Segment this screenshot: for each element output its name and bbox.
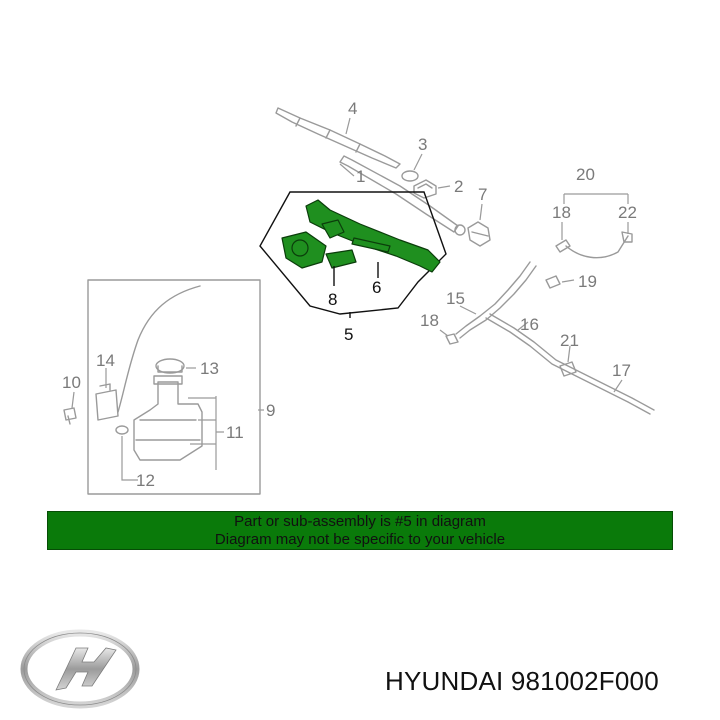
- reservoir-hose: [117, 285, 201, 413]
- leader-1: [339, 163, 355, 177]
- leader-4: [345, 117, 351, 135]
- callout-8: 8: [328, 290, 337, 309]
- callout-19: 19: [578, 272, 597, 291]
- washer-reservoir: [133, 375, 203, 461]
- wiper-linkage-assembly-highlight: [259, 191, 447, 315]
- callout-1: 1: [356, 167, 365, 186]
- parts-diagram: 4 3 2 1 7 20 18 22 19 15 18 16 21 17 8 6…: [62, 99, 655, 495]
- washer-hose: [445, 261, 561, 345]
- callout-10: 10: [62, 373, 81, 392]
- leader-12: [121, 436, 138, 481]
- notice-line-1: Part or sub-assembly is #5 in diagram: [234, 512, 486, 530]
- leader-20: [567, 345, 571, 363]
- callout-14: 14: [96, 351, 115, 370]
- callout-17: 17: [612, 361, 631, 380]
- pump-seal: [115, 425, 129, 435]
- callout-5: 5: [344, 325, 353, 344]
- callout-21: 20: [576, 165, 595, 184]
- reservoir-group-box: [87, 279, 261, 495]
- bolt: [63, 407, 77, 425]
- washer: [401, 170, 419, 182]
- callout-6: 6: [372, 278, 381, 297]
- callout-18-upper: 18: [552, 203, 571, 222]
- callout-20: 21: [560, 331, 579, 350]
- hyundai-logo-icon: [20, 629, 140, 709]
- leader-18-low: [439, 329, 449, 337]
- notice-line-2: Diagram may not be specific to your vehi…: [214, 530, 506, 548]
- leader-11: [188, 396, 224, 470]
- callout-22: 22: [618, 203, 637, 222]
- callout-15: 15: [446, 289, 465, 308]
- callout-2: 2: [454, 177, 463, 196]
- leader-15: [459, 305, 477, 315]
- leader-19: [561, 279, 575, 283]
- nut: [413, 179, 437, 199]
- washer-hose-lower: [485, 313, 655, 415]
- wiper-arm: [339, 155, 466, 236]
- leader-10: [71, 391, 75, 409]
- callout-13: 13: [200, 359, 219, 378]
- leader-21: [563, 193, 629, 204]
- leader-3: [413, 153, 423, 171]
- callout-3: 3: [418, 135, 427, 154]
- washer-pump: [95, 383, 119, 421]
- pivot-cap: [467, 221, 491, 247]
- callout-11: 11: [226, 423, 244, 442]
- notice-banner: Part or sub-assembly is #5 in diagram Di…: [47, 511, 673, 550]
- washer-nozzle-assembly: [555, 231, 633, 259]
- callout-7: 7: [478, 185, 487, 204]
- leader-16: [517, 321, 529, 331]
- callout-12: 12: [136, 471, 155, 490]
- wiper-blade: [275, 107, 401, 169]
- callout-labels: 4 3 2 1 7 20 18 22 19 15 18 16 21 17 8 6…: [62, 99, 637, 490]
- callout-18-lower: 18: [420, 311, 439, 330]
- leader-2: [437, 185, 451, 189]
- leader-7: [479, 203, 483, 221]
- leader-17: [613, 379, 623, 393]
- callout-9: 9: [266, 401, 275, 420]
- part-number-caption: HYUNDAI 981002F000: [385, 666, 659, 696]
- callout-4: 4: [348, 99, 357, 118]
- callout-16: 16: [520, 315, 539, 334]
- reservoir-cap: [155, 358, 185, 374]
